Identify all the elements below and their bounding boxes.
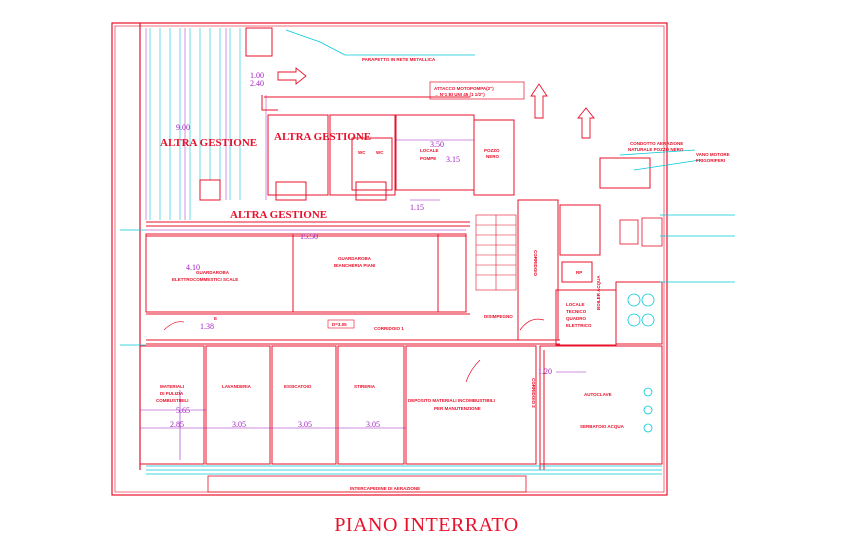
attacco-label-1: ATTACCO MOTOPOMPA(2") (434, 86, 494, 91)
dim-1-38: 1.38 (200, 322, 214, 331)
intercapedine-label: INTERCAPEDINE DI AERAZIONE (350, 486, 420, 491)
dim-2-40: 2.40 (250, 79, 264, 88)
guardaroba-bi-label-1: GUARDAROBA (338, 256, 372, 261)
dim-3-50: 3.50 (430, 140, 444, 149)
attacco-box (429, 81, 525, 100)
vano-label-2: FRIGORIFERI (696, 158, 725, 163)
locale-pompe-label-2: POMPE (420, 156, 436, 161)
lower-rooms (139, 345, 663, 470)
serbatoio-label: SERBATOIO ACQUA (580, 424, 625, 429)
altra-gestione-hatch-magenta (145, 28, 267, 220)
vano-label-1: VANO MOTORE (696, 152, 730, 157)
dim-3-15: 3.15 (446, 155, 460, 164)
boiler-label: BOILER ACQUA (596, 275, 601, 310)
dim-3-05-c: 3.05 (366, 420, 380, 429)
corridoio-vertical-label: CORRIDOIO (533, 250, 538, 277)
guardaroba-bi-label-2: BIANCHERIA PIANI (334, 263, 375, 268)
altra-gestione-hatch (149, 28, 241, 220)
e-label: E (214, 316, 217, 321)
dim-1-15: 1.15 (410, 203, 424, 212)
materiali-label-3: COMBUSTIBILI (156, 398, 189, 403)
parapetto-label: PARAPETTO IN RETE METALLICA (362, 57, 436, 62)
dim-15-50: 15.50 (300, 232, 318, 241)
locale-tecnico-label-1: LOCALE (566, 302, 585, 307)
corridoio-2-label: CORRIDOIO 2 (531, 378, 536, 408)
dim-1-20: 1.20 (538, 367, 552, 376)
condotto-label-1: CONDOTTO AERAZIONE (630, 141, 683, 146)
corridor-walls (146, 313, 560, 345)
d-label: D=3.05 (332, 322, 347, 327)
upper-walls (146, 27, 515, 227)
dim-2-85: 2.85 (170, 420, 184, 429)
materiali-label-2: DI PULIZIA (160, 391, 184, 396)
stireria-label: STIRERIA (354, 384, 376, 389)
outer-walls (111, 22, 668, 496)
essicatoio-label: ESSICATOIO (284, 384, 312, 389)
locale-tecnico-label-3: QUADRO (566, 316, 586, 321)
wc-label-1: WC (358, 150, 366, 155)
tanks (619, 217, 663, 247)
materiali-label-1: MATERIALI (160, 384, 184, 389)
pozzo-nero-label-1: POZZO (484, 148, 500, 153)
stairs (475, 214, 517, 291)
page-title: PIANO INTERRATO (334, 514, 519, 536)
dim-4-10: 4.10 (186, 263, 200, 272)
altra-gestione-label-2: ALTRA GESTIONE (274, 131, 371, 143)
vertical-corridor (517, 157, 663, 346)
altra-gestione-label-1: ALTRA GESTIONE (160, 137, 257, 149)
dim-5-65: 5.65 (176, 406, 190, 415)
disimpegno-label: DISIMPEGNO (484, 314, 513, 319)
autoclave-label: AUTOCLAVE (584, 392, 612, 397)
locale-pompe-label-1: LOCALE (420, 148, 439, 153)
door-swings (163, 318, 545, 383)
guardaroba-el-label-2: ELETTROCOMMESTICI SCALE (172, 277, 238, 282)
window-strip (146, 465, 662, 475)
rp-label: RP (576, 270, 582, 275)
deposito-label-2: PER MANUTENZIONE (434, 406, 481, 411)
dim-1-00: 1.00 (250, 71, 264, 80)
dim-9-00: 9.00 (176, 123, 190, 132)
wc-label-2: WC (376, 150, 384, 155)
lavanderia-label: LAVANDERIA (222, 384, 252, 389)
locale-tecnico-label-4: ELETTRICO (566, 323, 592, 328)
locale-tecnico-label-2: TECNICO (566, 309, 587, 314)
arrows (277, 67, 595, 139)
pozzo-nero-label-2: NERO (486, 154, 500, 159)
guardaroba-walls (145, 233, 467, 313)
annotation-lines (120, 29, 735, 346)
condotto-label-2: NATURALE POZZO NERO (628, 147, 684, 152)
corridoio-1-label: CORRIDOIO 1 (374, 326, 404, 331)
magenta-ticks (140, 139, 586, 411)
altra-gestione-label-3: ALTRA GESTIONE (230, 209, 327, 221)
deposito-label-1: DEPOSITO MATERIALI INCOMBUSTIBILI (408, 398, 495, 403)
equipment-circles (627, 293, 655, 433)
dim-3-05-a: 3.05 (232, 420, 246, 429)
d-label-box (327, 319, 355, 329)
attacco-label-2: → N°1 BI UNI 45 (1 1/2") (434, 92, 485, 97)
guardaroba-el-label-1: GUARDAROBA (196, 270, 230, 275)
dim-3-05-b: 3.05 (298, 420, 312, 429)
